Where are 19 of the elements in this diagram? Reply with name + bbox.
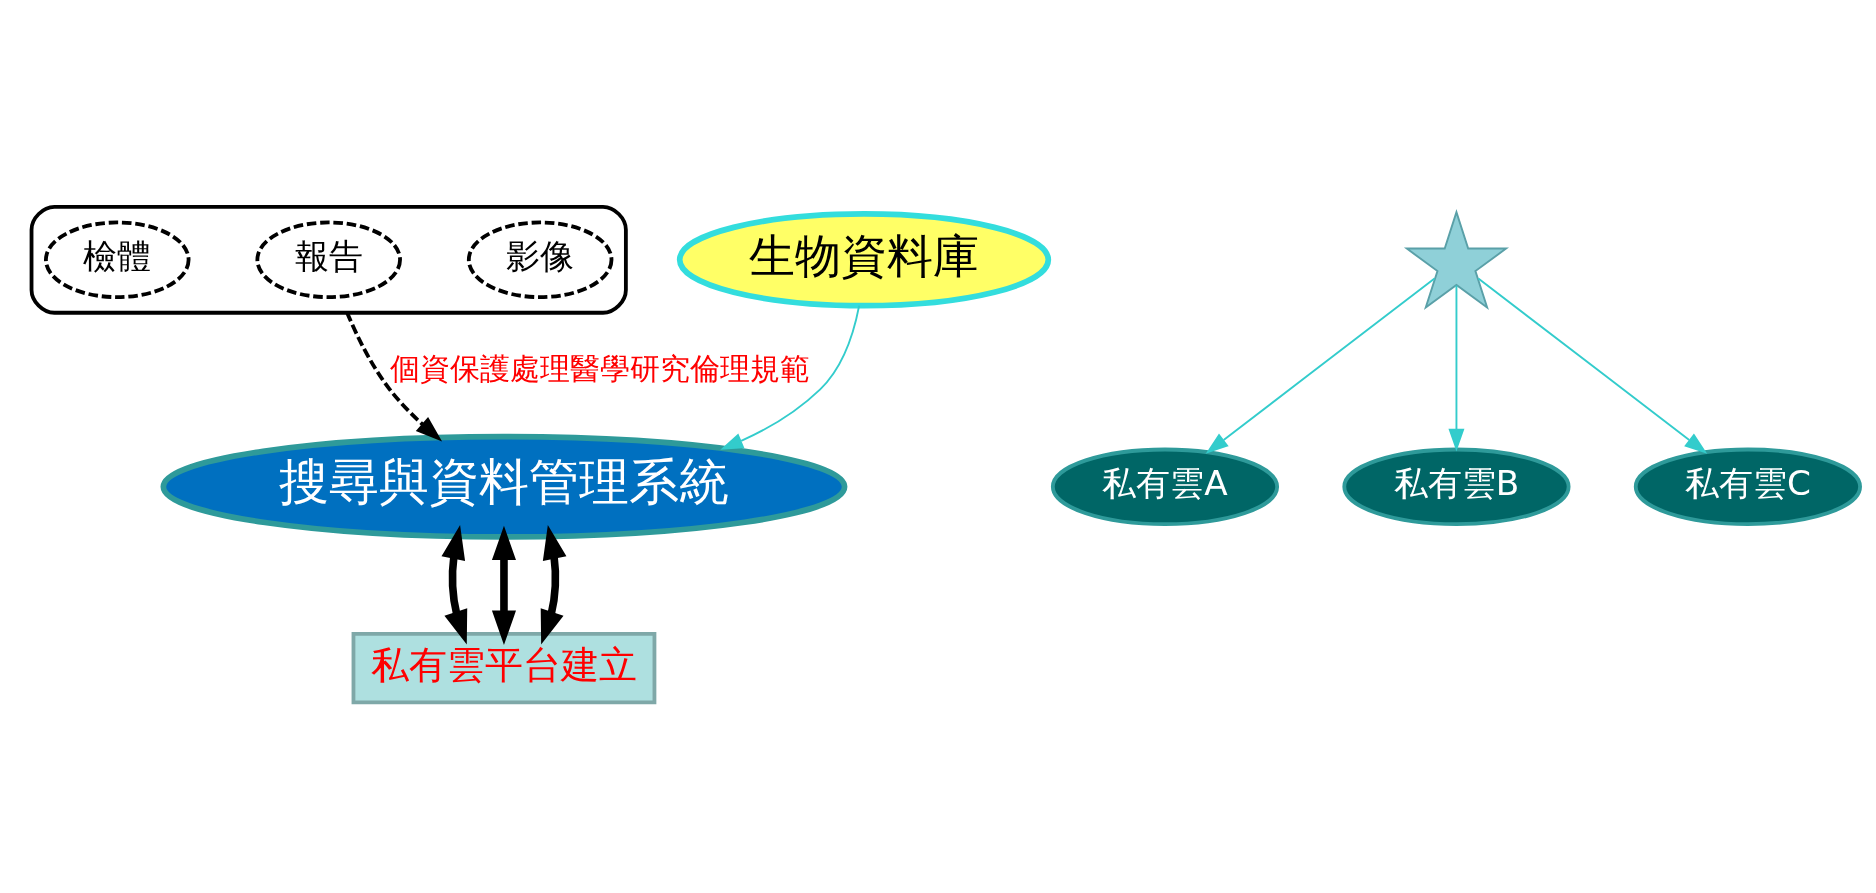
node-box: 私有雲平台建立 xyxy=(351,631,657,704)
arrow xyxy=(1205,277,1436,454)
arrow xyxy=(345,311,443,441)
node-ellipse: 私有雲A xyxy=(1050,447,1280,526)
arrow xyxy=(720,304,861,450)
node-ellipse: 私有雲B xyxy=(1342,447,1571,526)
arrow xyxy=(491,525,516,645)
cluster xyxy=(29,204,628,315)
arrow xyxy=(540,524,567,645)
arrow xyxy=(1477,277,1708,454)
node-ellipse: 私有雲C xyxy=(1633,447,1862,526)
node-ellipse: 生物資料庫 xyxy=(676,210,1052,309)
arrow xyxy=(1448,284,1465,452)
node-star xyxy=(1403,208,1509,310)
node-ellipse: 影像 xyxy=(466,220,614,299)
arrow xyxy=(441,524,468,645)
edge-label: 個資保護處理醫學研究倫理規範 xyxy=(390,350,811,386)
node-ellipse: 報告 xyxy=(255,220,402,299)
node-ellipse: 檢體 xyxy=(44,220,191,299)
